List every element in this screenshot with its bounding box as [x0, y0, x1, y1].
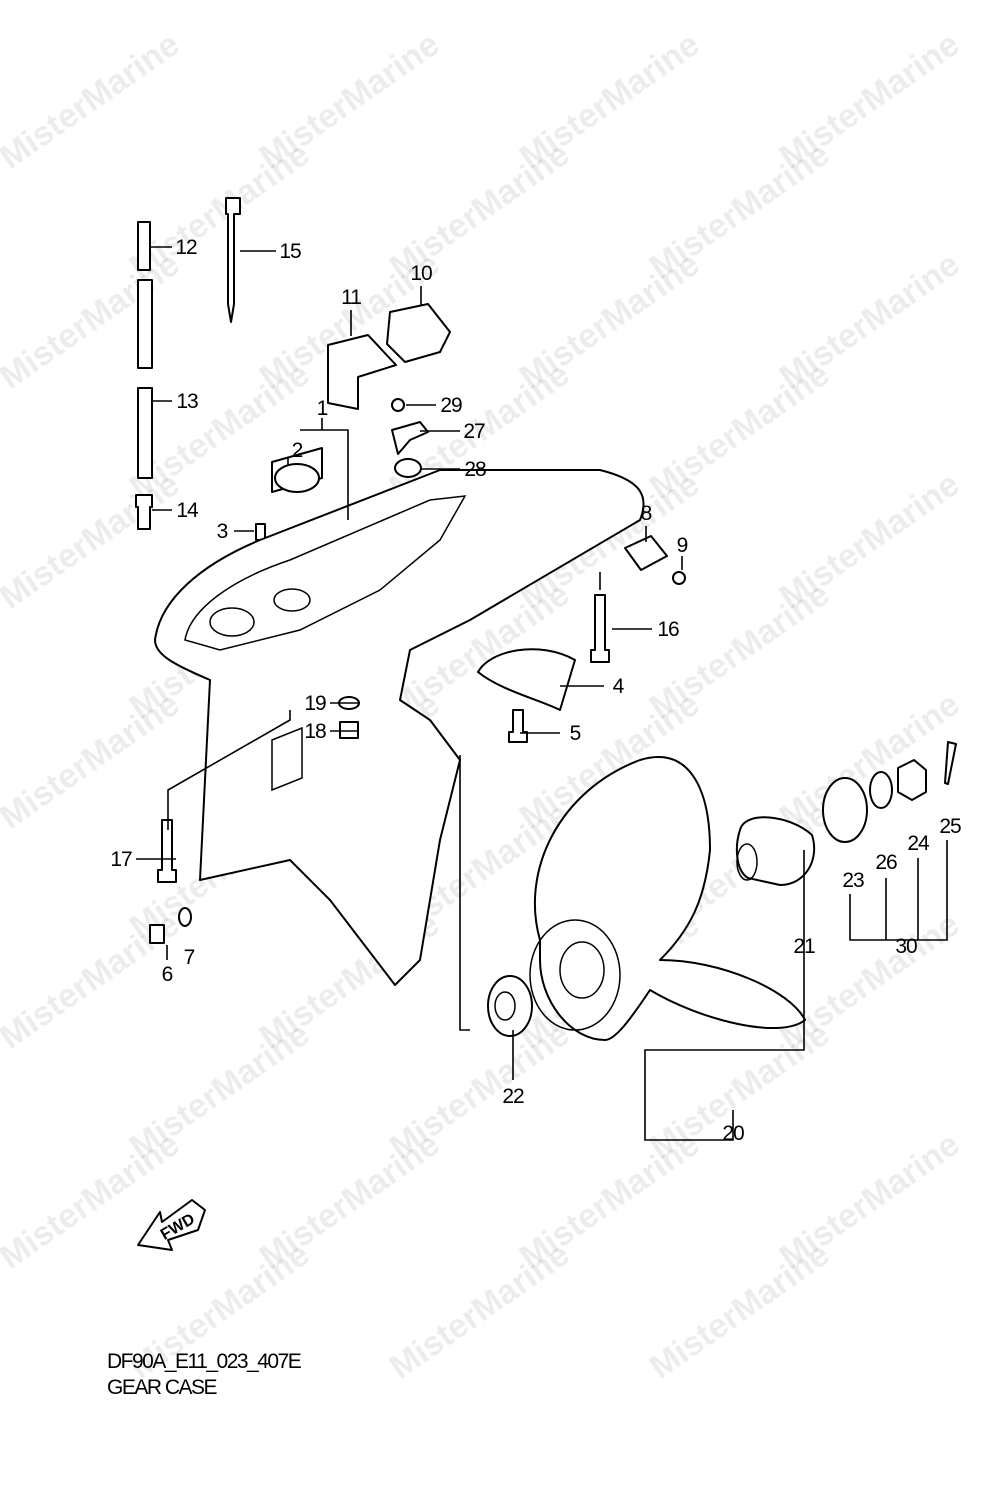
callout-label: 25 [939, 815, 961, 838]
thrust-washer-bore [494, 991, 516, 1021]
propeller-hub-bore [559, 941, 605, 999]
watermark-text: MisterMarine [643, 1235, 837, 1386]
callout-label: 1 [317, 397, 328, 420]
part-26-washer [869, 771, 893, 809]
part-15-cable-tie [225, 197, 241, 323]
callout-label: 21 [793, 935, 815, 958]
callout-label: 18 [304, 720, 326, 743]
callout-label: 26 [875, 851, 897, 874]
callout-label: 3 [217, 520, 228, 543]
part-12-grommet [137, 221, 151, 271]
callout-label: 16 [657, 618, 679, 641]
callout-label: 23 [842, 869, 864, 892]
callout-label: 28 [464, 458, 486, 481]
callout-label: 24 [907, 832, 930, 855]
gear-case-deck [184, 495, 467, 651]
diagram-title: GEAR CASE [107, 1376, 218, 1399]
part-13-water-tube [137, 279, 153, 479]
part-8-plate [624, 535, 668, 571]
callout-label: 11 [341, 286, 361, 309]
bushing-face [736, 843, 758, 881]
callout-label: 20 [722, 1122, 744, 1145]
callout-label: 2 [292, 439, 303, 462]
part-16-bolt [590, 594, 610, 663]
part-18-nut [339, 721, 359, 739]
watermark-text: MisterMarine [0, 465, 186, 616]
callout-label: 29 [440, 394, 462, 417]
callout-label: 6 [162, 963, 173, 986]
callout-label: 5 [570, 722, 581, 745]
watermark-text: MisterMarine [0, 25, 186, 176]
fwd-arrow-icon [137, 1199, 206, 1251]
callout-label: 10 [410, 262, 432, 285]
watermark-text: MisterMarine [383, 1235, 577, 1386]
part-25-cotter-pin [944, 741, 957, 785]
part-14-fitting [135, 494, 153, 530]
part-5-bolt [508, 709, 528, 743]
gear-case-port [209, 607, 255, 637]
part-29-screw [391, 398, 405, 412]
watermark-text: MisterMarine [0, 685, 186, 836]
gear-case-window [271, 726, 303, 792]
callout-label: 4 [613, 675, 625, 698]
callout-label: 7 [184, 946, 195, 969]
part-20-propeller [533, 756, 806, 1041]
watermark-text: MisterMarine [0, 1125, 186, 1276]
callout-label: 19 [304, 692, 326, 715]
part-22-thrust-washer [487, 975, 533, 1037]
diagram-code: DF90A_E11_023_407E [107, 1350, 302, 1373]
leader-lines [136, 246, 948, 1141]
part-21-bushing [735, 816, 816, 886]
callout-label: 15 [279, 240, 301, 263]
part-27-bracket [391, 421, 429, 455]
part-17-bolt [157, 819, 177, 883]
part-6-plug [149, 924, 165, 944]
callout-label: 12 [175, 236, 197, 259]
callout-label: 17 [110, 848, 132, 871]
callout-label: 14 [176, 499, 199, 522]
part-28-grommet [394, 458, 422, 478]
part-2-bearing-face [274, 463, 320, 493]
callout-label: 9 [677, 534, 688, 557]
propeller-hub-face [529, 919, 621, 1031]
part-1-gear-case [154, 469, 645, 986]
part-11-plate [327, 334, 397, 410]
callout-label: 8 [641, 502, 652, 525]
callout-label: 30 [895, 935, 917, 958]
callout-label: 13 [176, 390, 198, 413]
part-23-spacer [822, 777, 868, 843]
part-24-nut [897, 759, 927, 801]
part-10-plate [386, 303, 451, 363]
part-7-gasket [178, 907, 192, 927]
callout-label: 22 [502, 1085, 524, 1108]
parts [135, 197, 957, 1251]
part-9-bolt [672, 571, 686, 585]
watermark-text: MisterMarine [0, 245, 186, 396]
part-4-trim-tab [477, 648, 576, 711]
callout-label: 27 [463, 420, 485, 443]
gear-case-port [273, 588, 311, 612]
